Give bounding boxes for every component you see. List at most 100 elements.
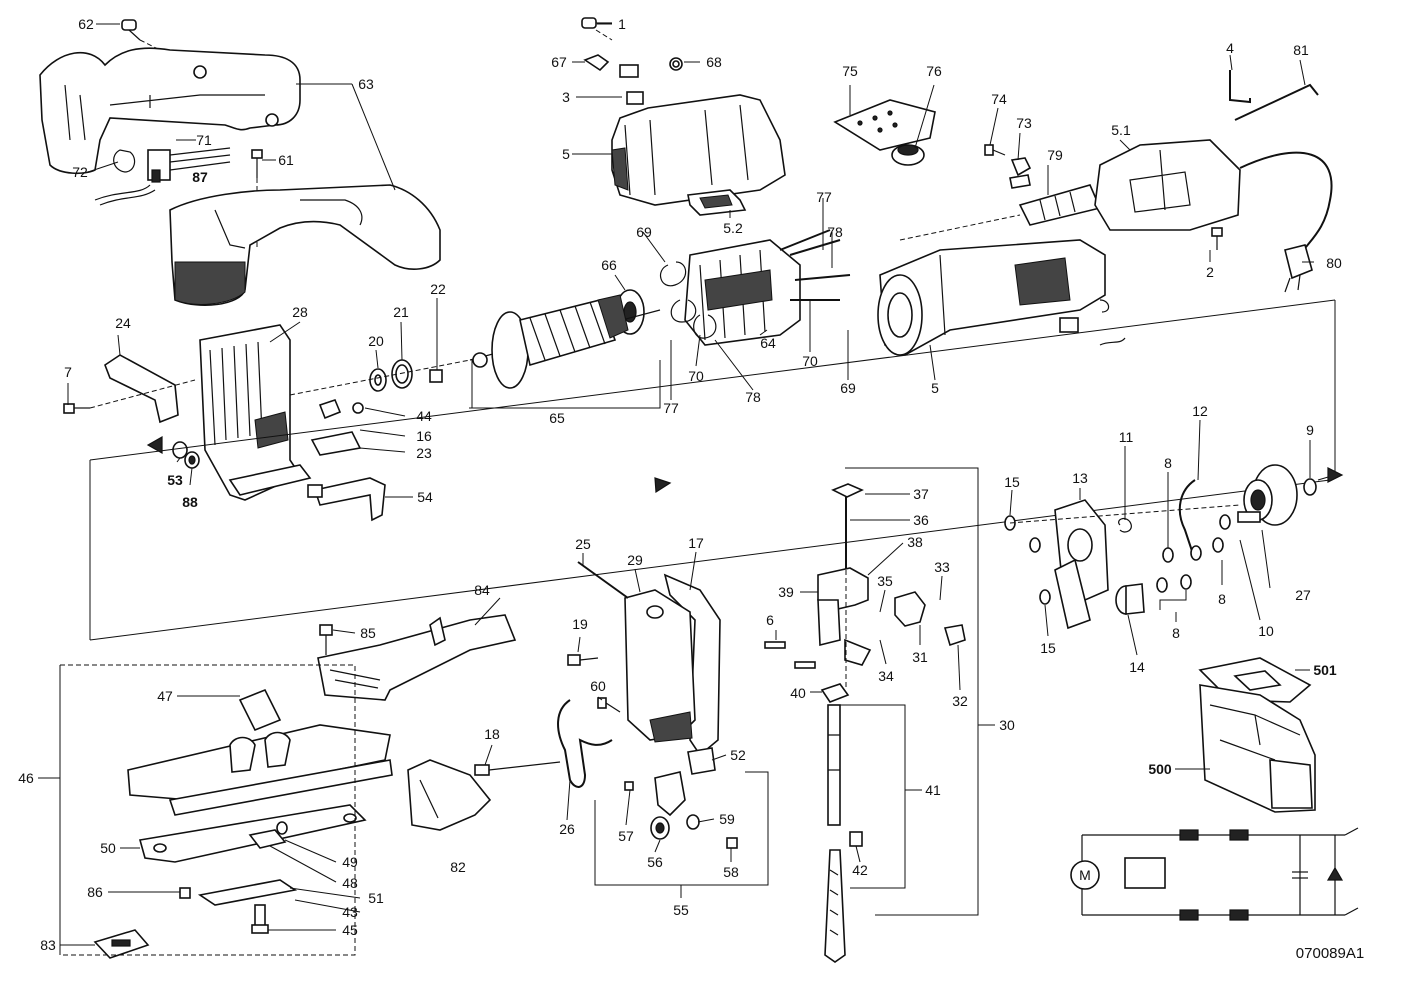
- label-83: 83: [40, 937, 56, 953]
- label-24: 24: [115, 315, 131, 331]
- screw-62: [121, 19, 161, 51]
- label-25: 25: [575, 536, 591, 552]
- label-50: 50: [100, 840, 116, 856]
- label-74: 74: [991, 91, 1007, 107]
- brush-holder-spring-68: [669, 57, 683, 71]
- label-57: 57: [618, 828, 634, 844]
- case-500: [1199, 684, 1316, 813]
- label-62: 62: [78, 16, 94, 32]
- label-39: 39: [778, 584, 794, 600]
- label-58: 58: [723, 864, 739, 880]
- label-10: 10: [1258, 623, 1274, 639]
- screw-19: [567, 654, 599, 666]
- label-29: 29: [627, 552, 643, 568]
- label-6: 6: [766, 612, 774, 628]
- leader-lines: [38, 23, 1314, 946]
- label-8-top: 8: [1164, 455, 1172, 471]
- label-70-left: 70: [688, 368, 704, 384]
- label-11: 11: [1119, 429, 1134, 445]
- dust-tube-84: [317, 614, 517, 701]
- label-77-bottom: 77: [663, 400, 679, 416]
- motor-symbol-label: M: [1079, 867, 1091, 883]
- label-5-main: 5: [931, 380, 939, 396]
- brush-clip-parts: [1059, 299, 1126, 346]
- label-18: 18: [484, 726, 500, 742]
- label-501: 501: [1313, 662, 1337, 678]
- screw-45: [251, 904, 269, 934]
- group-brackets: [594, 467, 979, 916]
- washers-15: [1004, 515, 1051, 605]
- group-46-frame: [59, 664, 356, 956]
- bushing-14: [1115, 583, 1145, 615]
- label-46: 46: [18, 770, 34, 786]
- label-5-top: 5: [562, 146, 570, 162]
- label-36: 36: [913, 512, 929, 528]
- handle-shell-63: [39, 47, 301, 175]
- motor-housing-5-main: [877, 239, 1106, 356]
- grommet-76: [891, 144, 925, 166]
- label-8-mid: 8: [1218, 591, 1226, 607]
- drawing-code: 070089A1: [1296, 945, 1364, 962]
- label-21: 21: [393, 304, 409, 320]
- label-5-2: 5.2: [723, 220, 743, 236]
- label-56: 56: [647, 854, 663, 870]
- slide-parts-48-49: [248, 821, 288, 849]
- screw-85: [319, 624, 333, 655]
- switch-assembly-71: [94, 147, 231, 206]
- label-37: 37: [913, 486, 929, 502]
- label-22: 22: [430, 281, 446, 297]
- clamp-40: [820, 683, 850, 703]
- label-82: 82: [450, 859, 466, 875]
- screws-6: [764, 641, 816, 669]
- label-2: 2: [1206, 264, 1214, 280]
- label-27: 27: [1295, 587, 1311, 603]
- shoe-43: [197, 879, 298, 906]
- label-26: 26: [559, 821, 575, 837]
- label-47: 47: [157, 688, 173, 704]
- label-63: 63: [358, 76, 374, 92]
- plate-75: [833, 99, 936, 151]
- label-61: 61: [278, 152, 294, 168]
- label-65: 65: [549, 410, 565, 426]
- label-66: 66: [601, 257, 617, 273]
- screw-57: [624, 781, 634, 791]
- cable-sleeve-79: [899, 184, 1102, 241]
- roller-assembly-56: [650, 771, 686, 840]
- label-73: 73: [1016, 115, 1032, 131]
- lever-54: [307, 477, 386, 522]
- washer-20: [369, 368, 387, 392]
- field-coil-64: [684, 229, 851, 346]
- label-87: 87: [192, 169, 208, 185]
- screw-2: [1211, 227, 1223, 250]
- label-59: 59: [719, 811, 735, 827]
- screw-18: [474, 761, 561, 776]
- circuit-schematic: [1070, 827, 1359, 921]
- label-41: 41: [925, 782, 941, 798]
- wire-loops: [659, 261, 717, 339]
- gear-housing-28: [199, 324, 312, 501]
- blade-screw-42: [849, 831, 863, 847]
- part-labels: 62 1 67 68 4 81 63 3 75 76 74 73 5.1 71 …: [18, 16, 1342, 953]
- label-500: 500: [1148, 761, 1172, 777]
- label-86: 86: [87, 884, 103, 900]
- label-69-top: 69: [636, 224, 652, 240]
- label-34: 34: [878, 668, 894, 684]
- label-5-1: 5.1: [1111, 122, 1131, 138]
- shoe-insert-83: [93, 929, 150, 959]
- gearbox-29: [624, 589, 696, 743]
- label-52: 52: [730, 747, 746, 763]
- pad-5-2: [687, 189, 747, 216]
- label-70-right: 70: [802, 353, 818, 369]
- guide-plate-37: [831, 483, 864, 498]
- gear-plate-13: [1054, 499, 1109, 630]
- label-9: 9: [1306, 422, 1314, 438]
- nut-53: [172, 441, 188, 459]
- label-16: 16: [416, 428, 432, 444]
- label-69-bottom: 69: [840, 380, 856, 396]
- label-48: 48: [342, 875, 358, 891]
- hex-key-4: [1229, 70, 1251, 104]
- motor-housing-5-top: [611, 94, 786, 206]
- label-30: 30: [999, 717, 1015, 733]
- label-17: 17: [688, 535, 704, 551]
